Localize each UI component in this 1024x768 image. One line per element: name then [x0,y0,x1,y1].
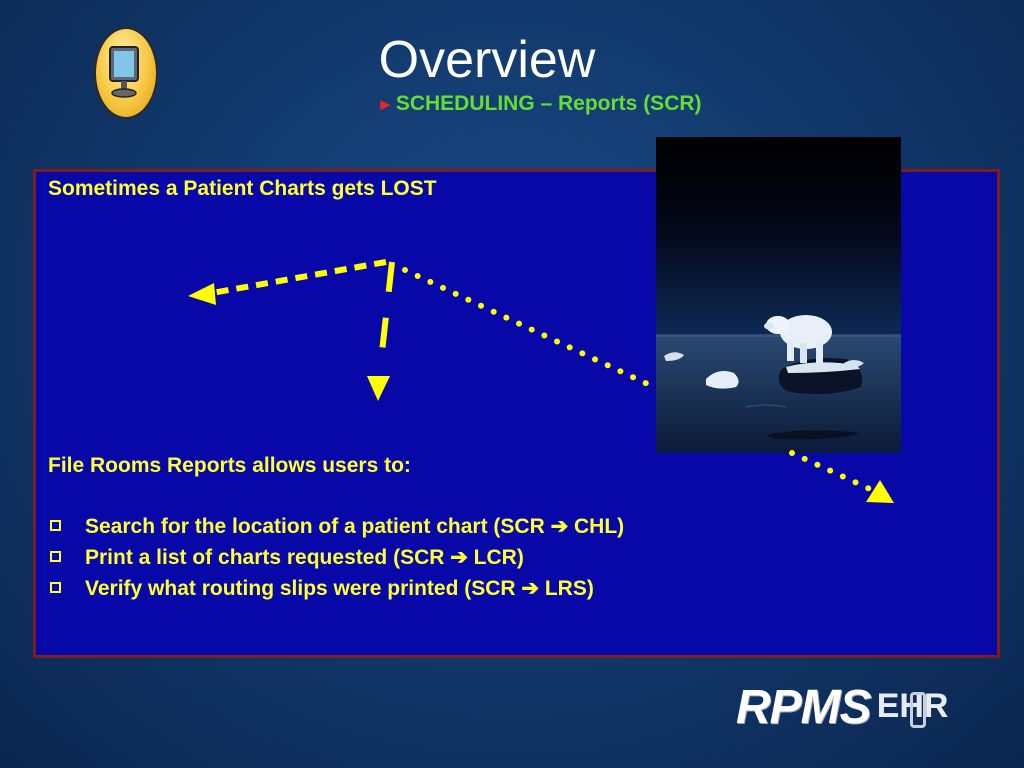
arrowhead-right [866,480,894,503]
checkbox-bullet-icon [50,520,61,531]
logo-bracket-icon [910,692,926,728]
subtitle-text: SCHEDULING – Reports (SCR) [395,92,702,115]
lost-chart-heading: Sometimes a Patient Charts gets LOST [48,177,437,200]
checkbox-bullet-icon [50,582,61,593]
feature-list: Search for the location of a patient cha… [48,511,624,604]
dotted-arrow-right [402,267,659,391]
slide-title: Overview [378,31,596,89]
dashed-arrow-down [377,261,395,371]
slide-subtitle: ►SCHEDULING – Reports (SCR) [377,92,702,116]
monitor-icon [94,27,158,119]
triangle-marker-icon: ► [377,95,394,114]
arrowhead-down [367,376,390,401]
arrowhead-left [188,283,216,305]
file-rooms-intro: File Rooms Reports allows users to: [48,454,411,477]
dotted-arrow-right-tail [789,450,875,493]
list-item: Verify what routing slips were printed (… [48,573,624,604]
polar-bear-image [656,137,901,453]
list-item: Search for the location of a patient cha… [48,511,624,542]
checkbox-bullet-icon [50,551,61,562]
dashed-arrow-left [211,259,387,296]
list-item: Print a list of charts requested (SCR ➔ … [48,542,624,573]
logo-rpms-text: RPMS [736,681,872,734]
